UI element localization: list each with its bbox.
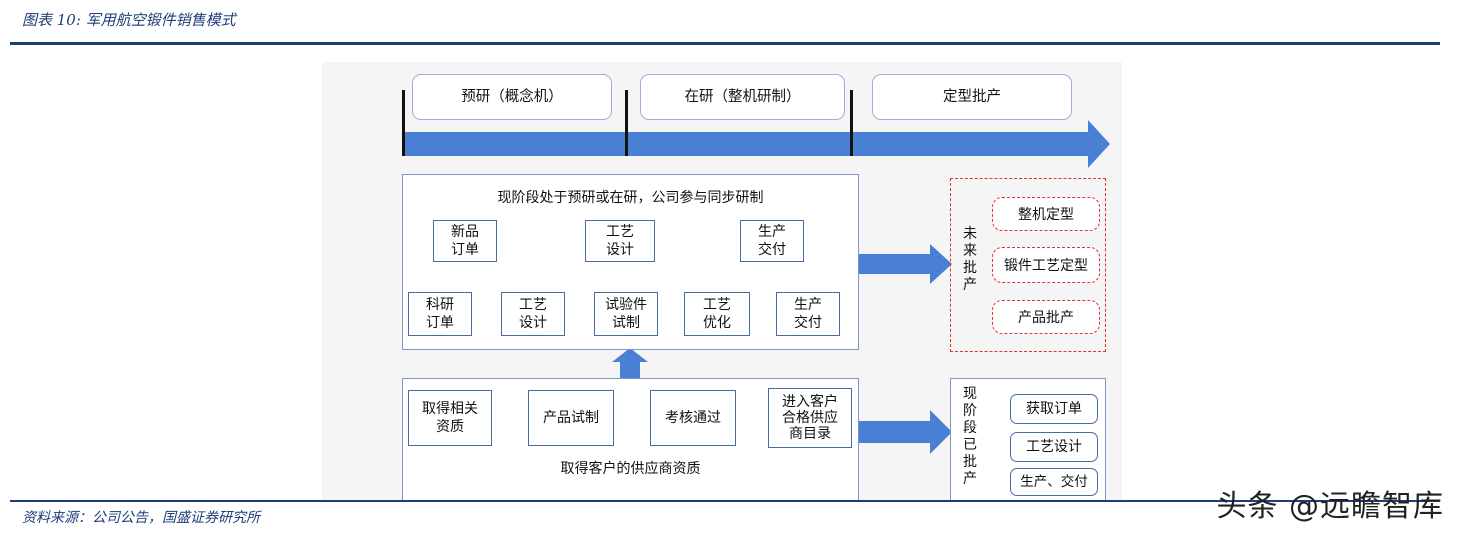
flow2-step-2: 工艺 设计	[501, 292, 565, 336]
footer-rule	[10, 500, 1440, 502]
qual-step-1: 取得相关 资质	[408, 390, 492, 446]
to-future-arrow	[858, 244, 952, 284]
timeline-tick	[850, 90, 853, 156]
figure-title: 图表 10: 军用航空锻件销售模式	[22, 11, 236, 29]
to-now-arrow	[858, 410, 952, 454]
future-item-2: 锻件工艺定型	[992, 247, 1100, 283]
timeline-tick	[625, 90, 628, 156]
watermark: 头条 @远瞻智库	[1216, 489, 1444, 524]
future-production-label: 未来批产	[963, 226, 977, 293]
flow2-step-5: 生产 交付	[776, 292, 840, 336]
timeline-tick	[402, 90, 405, 156]
phase-box-3: 定型批产	[872, 74, 1072, 120]
current-stage-title: 现阶段处于预研或在研，公司参与同步研制	[497, 190, 764, 206]
source-note: 资料来源：公司公告，国盛证券研究所	[22, 510, 260, 526]
phase-box-1: 预研（概念机）	[412, 74, 612, 120]
flow1-step-1: 新品 订单	[433, 220, 497, 262]
future-item-3: 产品批产	[992, 300, 1100, 334]
future-item-1: 整机定型	[992, 197, 1100, 231]
flow2-step-3: 试验件 试制	[594, 292, 658, 336]
up-arrow	[612, 348, 648, 378]
now-item-3: 生产、交付	[1010, 468, 1098, 496]
flow2-step-4: 工艺 优化	[684, 292, 750, 336]
phase-box-2: 在研（整机研制）	[640, 74, 845, 120]
qualification-title: 取得客户的供应商资质	[560, 461, 701, 477]
flow1-step-3: 生产 交付	[740, 220, 804, 262]
now-item-1: 获取订单	[1010, 394, 1098, 424]
future-production-panel	[950, 178, 1106, 352]
qual-step-3: 考核通过	[650, 390, 736, 446]
flow2-step-1: 科研 订单	[408, 292, 472, 336]
qual-step-2: 产品试制	[528, 390, 614, 446]
timeline-arrow	[404, 120, 1110, 168]
now-item-2: 工艺设计	[1010, 432, 1098, 462]
header-rule	[10, 42, 1440, 45]
flow1-step-2: 工艺 设计	[585, 220, 655, 262]
qual-step-4: 进入客户 合格供应 商目录	[768, 388, 852, 448]
now-production-label: 现阶段已批产	[963, 386, 977, 487]
